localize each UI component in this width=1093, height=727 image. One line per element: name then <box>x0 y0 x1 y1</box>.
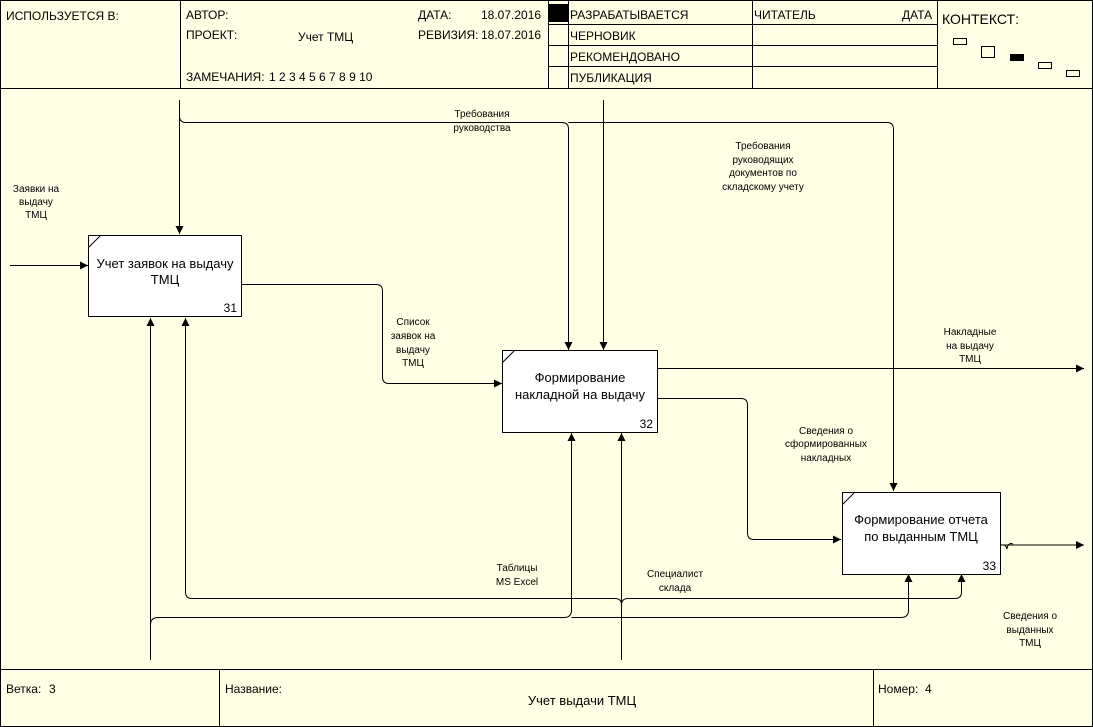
footer-frame <box>0 669 1093 727</box>
label-guiding-docs-line: складскому учету <box>722 182 804 193</box>
activity-box-31[interactable]: Учет заявок на выдачу ТМЦ 31 <box>88 235 242 317</box>
status-working: РАЗРАБАТЫВАЕТСЯ <box>570 8 688 22</box>
context-label: КОНТЕКСТ: <box>942 11 1019 27</box>
label-guiding-docs: Требования руководящих документов по скл… <box>722 140 804 193</box>
label-guiding-docs-line: Требования <box>735 140 790 152</box>
number-value: 4 <box>925 682 932 696</box>
label-requests-line: выдачу <box>19 197 53 208</box>
arrow-request-list[interactable] <box>242 284 502 388</box>
label-specialist-line: Специалист <box>647 569 703 580</box>
label-requests-line: Заявки на <box>13 184 60 195</box>
label-issued-info-line: выданных <box>1006 625 1053 636</box>
label-requests-line: ТМЦ <box>25 210 47 221</box>
project-label: ПРОЕКТ: <box>186 28 237 42</box>
status-working-marker <box>549 4 568 22</box>
arrow-invoice-info[interactable] <box>658 398 841 544</box>
used-in-label: ИСПОЛЬЗУЕТСЯ В: <box>6 9 119 23</box>
label-management-req-line: Требования <box>454 108 509 120</box>
label-excel: Таблицы MS Excel <box>496 562 538 588</box>
context-thumbnail <box>953 38 1080 77</box>
label-excel-line: MS Excel <box>496 577 538 588</box>
box-31-line-1: Учет заявок на выдачу <box>97 256 234 271</box>
activity-box-32[interactable]: Формирование накладной на выдачу 32 <box>502 350 658 433</box>
arrow-management-req-to-33[interactable] <box>568 122 898 492</box>
label-requests: Заявки на выдачу ТМЦ <box>13 184 60 221</box>
box-32-line-2: накладной на выдачу <box>515 387 646 402</box>
box-33-line-2: по выданным ТМЦ <box>864 529 978 544</box>
label-issued-info: Сведения о выданных ТМЦ <box>1003 611 1057 649</box>
diagram-title: Учет выдачи ТМЦ <box>528 693 637 708</box>
notes-label: ЗАМЕЧАНИЯ: <box>186 70 265 84</box>
notes-values: 1 2 3 4 5 6 7 8 9 10 <box>269 70 373 84</box>
box-32-line-1: Формирование <box>535 370 626 385</box>
reader-date-label: ДАТА <box>902 8 932 22</box>
box-32-number: 32 <box>640 417 654 431</box>
label-guiding-docs-line: документов по <box>729 168 797 179</box>
arrow-excel-bus[interactable] <box>150 433 576 626</box>
revision-value: 18.07.2016 <box>481 28 541 42</box>
status-draft: ЧЕРНОВИК <box>570 29 636 43</box>
label-request-list-line: ТМЦ <box>402 358 424 369</box>
label-request-list-line: заявок на <box>391 331 436 342</box>
date-value: 18.07.2016 <box>481 8 541 22</box>
label-invoice-info-line: сформированных <box>785 438 867 450</box>
arrow-management-req-branch[interactable] <box>179 115 573 350</box>
activity-box-33[interactable]: Формирование отчета по выданным ТМЦ 33 <box>842 492 1001 575</box>
status-recommended: РЕКОМЕНДОВАНО <box>570 50 680 64</box>
date-label: ДАТА: <box>418 8 451 22</box>
label-invoices-line: на выдачу <box>946 341 994 352</box>
box-31-line-2: ТМЦ <box>151 272 180 287</box>
project-value: Учет ТМЦ <box>298 30 353 44</box>
arrow-specialist-to-33[interactable] <box>621 574 966 606</box>
label-invoices-line: Накладные <box>944 327 997 338</box>
label-invoices-line: ТМЦ <box>959 354 981 365</box>
label-invoice-info: Сведения о сформированных накладных <box>785 426 867 464</box>
label-issued-info-line: ТМЦ <box>1019 638 1041 649</box>
label-request-list: Список заявок на выдачу ТМЦ <box>391 317 436 369</box>
label-specialist: Специалист склада <box>647 569 703 594</box>
node-value: 3 <box>49 682 56 696</box>
label-management-req: Требования руководства <box>453 108 511 134</box>
label-issued-info-line: Сведения о <box>1003 611 1057 622</box>
arrow-issued-info-squiggle <box>1000 543 1014 550</box>
label-invoices: Накладные на выдачу ТМЦ <box>944 327 997 365</box>
label-invoice-info-line: Сведения о <box>799 426 853 437</box>
label-invoice-info-line: накладных <box>801 453 852 464</box>
label-request-list-line: Список <box>396 317 430 328</box>
box-33-line-1: Формирование отчета <box>854 512 989 527</box>
status-publication: ПУБЛИКАЦИЯ <box>570 71 652 85</box>
arrow-specialist-to-31[interactable] <box>181 318 622 606</box>
label-specialist-line: склада <box>659 583 692 594</box>
label-management-req-line: руководства <box>453 123 511 134</box>
revision-label: РЕВИЗИЯ: <box>418 28 479 42</box>
label-excel-line: Таблицы <box>497 562 538 574</box>
title-label: Название: <box>225 682 282 696</box>
reader-label: ЧИТАТЕЛЬ <box>754 8 816 22</box>
label-request-list-line: выдачу <box>396 345 430 356</box>
arrow-excel-to-33[interactable] <box>571 574 913 618</box>
box-31-number: 31 <box>224 301 238 315</box>
node-label: Ветка: <box>6 682 41 696</box>
box-33-number: 33 <box>983 559 997 573</box>
author-label: АВТОР: <box>186 8 228 22</box>
label-guiding-docs-line: руководящих <box>732 155 793 166</box>
number-label: Номер: <box>878 682 918 696</box>
